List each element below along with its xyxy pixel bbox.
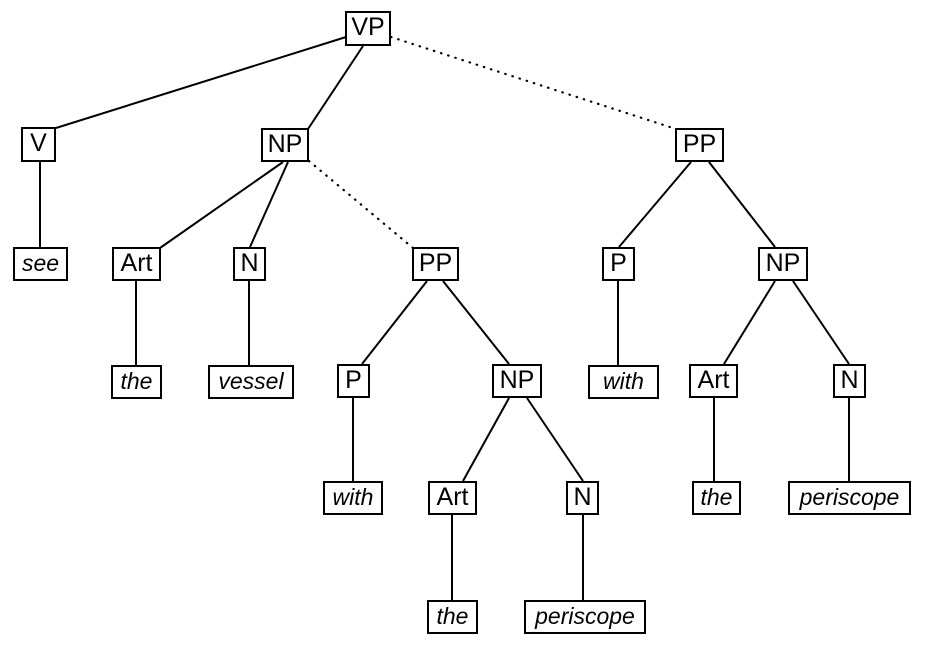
tree-node-label: the [700,483,733,510]
tree-node-label: with [603,367,644,394]
tree-node-label: the [120,367,153,394]
tree-node-label: NP [499,365,535,394]
tree-edge-vp-v [55,36,347,129]
tree-node-label: Art [697,365,730,394]
tree-node-label: VP [351,13,385,41]
tree-edge-vp-np1 [307,45,364,130]
tree-node-label: V [30,129,47,157]
tree-node-the_mid[interactable]: the [427,600,478,634]
tree-node-label: periscope [535,602,635,629]
tree-node-peri_mid[interactable]: periscope [524,600,646,634]
tree-node-with_mid[interactable]: with [323,481,383,515]
tree-node-label: Art [436,482,469,511]
tree-node-label: P [610,248,627,277]
tree-edge-pp_mid-p_mid [361,280,428,365]
tree-edge-vp-pp_right [389,35,678,131]
tree-node-np_right[interactable]: NP [758,247,808,281]
tree-node-label: Art [120,248,153,277]
tree-node-n_right[interactable]: N [833,364,866,398]
tree-node-pp_right[interactable]: PP [675,128,724,162]
tree-node-np1[interactable]: NP [261,128,309,162]
tree-node-label: vessel [218,367,284,394]
tree-node-peri_right[interactable]: periscope [788,481,911,515]
tree-node-art1[interactable]: Art [112,247,161,281]
tree-node-vessel[interactable]: vessel [208,365,294,399]
tree-node-label: see [21,249,60,276]
tree-node-label: N [840,365,859,394]
tree-node-p_mid[interactable]: P [337,364,370,398]
tree-edge-np1-pp_mid [307,159,415,250]
tree-edge-np_right-art_right [723,280,776,365]
tree-node-see[interactable]: see [13,247,68,281]
tree-node-n1[interactable]: N [233,247,266,281]
tree-node-label: NP [765,248,801,277]
tree-node-p_right[interactable]: P [602,247,635,281]
tree-edge-np_right-n_right [792,280,850,365]
tree-edge-pp_right-p_right [618,161,692,248]
tree-node-label: P [345,365,362,394]
tree-node-v[interactable]: V [21,127,56,162]
tree-node-pp_mid[interactable]: PP [412,247,459,281]
tree-edge-np1-art1 [159,161,284,249]
tree-node-label: PP [682,129,717,158]
tree-node-vp[interactable]: VP [345,11,391,46]
tree-node-art_right[interactable]: Art [689,364,738,398]
tree-edge-np1-n1 [249,161,289,248]
tree-node-label: periscope [799,483,900,510]
tree-node-n_mid[interactable]: N [566,481,599,515]
tree-node-label: the [436,602,469,629]
tree-node-art_mid[interactable]: Art [428,481,477,515]
tree-node-label: NP [267,129,303,158]
tree-edge-np_mid-n_mid [526,397,584,482]
tree-node-the1[interactable]: the [111,365,162,399]
tree-node-label: N [573,482,592,511]
tree-node-the_right[interactable]: the [692,481,741,515]
tree-node-label: with [332,483,374,510]
tree-node-label: PP [418,248,453,277]
tree-node-np_mid[interactable]: NP [492,364,542,398]
tree-edge-np_mid-art_mid [462,397,510,482]
tree-edge-pp_right-np_right [708,161,776,248]
tree-edge-pp_mid-np_mid [442,280,510,365]
tree-node-with_right[interactable]: with [588,365,659,399]
tree-node-label: N [240,248,259,277]
